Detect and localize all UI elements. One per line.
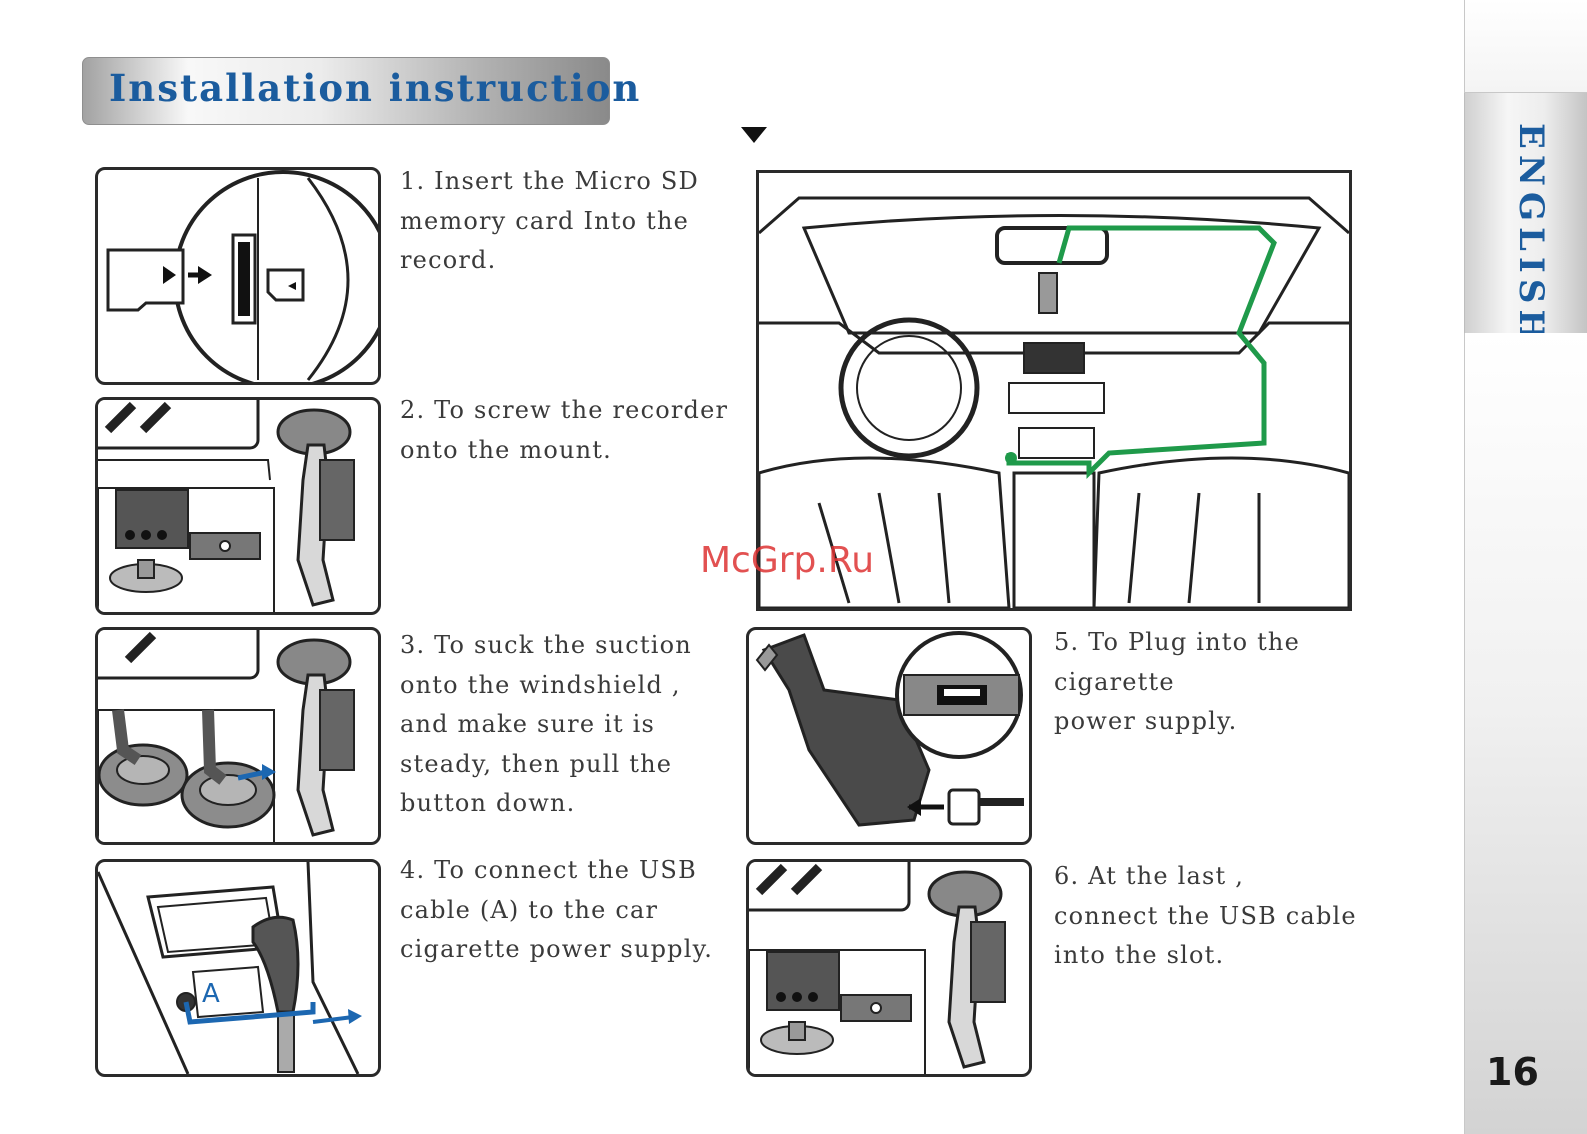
step-2-text: 2. To screw the recorder onto the mount. — [400, 396, 729, 464]
usb-cable-label: A — [202, 979, 220, 1009]
step-3-illustration — [95, 627, 381, 845]
step-2-illustration — [95, 397, 381, 615]
car-interior-diagram — [756, 170, 1352, 611]
step-3-text: 3. To suck the suction onto the windshie… — [400, 631, 692, 817]
step-5-text: 5. To Plug into the cigarette power supp… — [1054, 628, 1300, 735]
step-4-text: 4. To connect the USB cable (A) to the c… — [400, 856, 714, 963]
title-banner: Installation instruction — [82, 57, 639, 125]
page-number: 16 — [1486, 1050, 1539, 1094]
step-4-illustration: A — [95, 859, 381, 1077]
step-5-illustration — [746, 627, 1032, 845]
step-6-illustration — [746, 859, 1032, 1077]
step-6-text: 6. At the last , connect the USB cable i… — [1054, 862, 1357, 969]
language-label: ENGLISH — [1511, 123, 1551, 348]
side-tab-top — [1464, 0, 1587, 93]
language-tab: ENGLISH — [1464, 93, 1587, 348]
step-1-illustration — [95, 167, 381, 385]
step-1-text: 1. Insert the Micro SD memory card Into … — [400, 167, 699, 274]
side-tab-bottom — [1464, 333, 1587, 1134]
down-triangle-icon — [741, 127, 767, 143]
page-title: Installation instruction — [109, 66, 642, 110]
watermark: McGrp.Ru — [700, 540, 875, 581]
